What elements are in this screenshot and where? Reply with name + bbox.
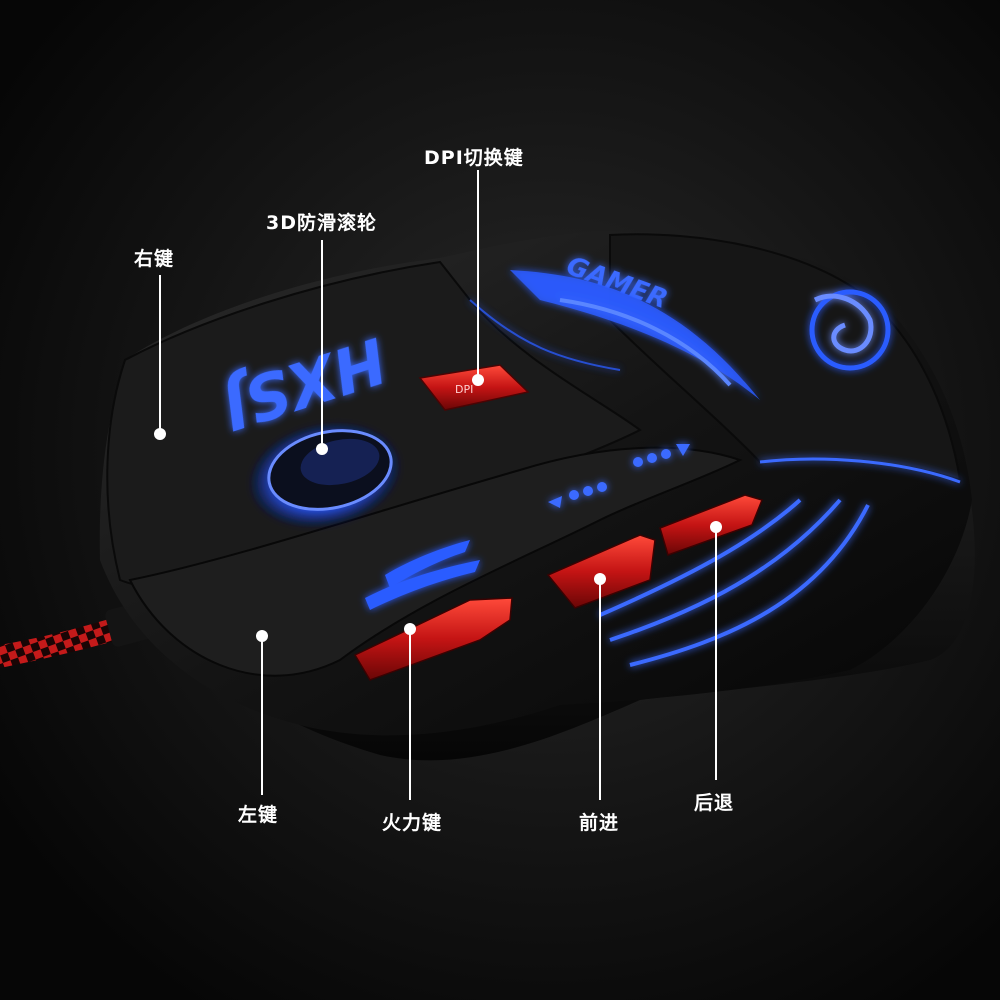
dpi-indicator-dots: [548, 444, 690, 508]
label-forward-button: 前进: [579, 812, 620, 834]
label-dpi-button: DPI切换键: [424, 147, 524, 169]
dragon-emblem-icon: [809, 289, 891, 371]
label-left-button: 左键: [238, 804, 279, 826]
dpi-button[interactable]: DPI: [418, 364, 530, 411]
left-side-led-graphic: [365, 540, 480, 610]
label-right-button: 右键: [134, 248, 175, 270]
forward-button[interactable]: [546, 534, 656, 609]
label-fire-button: 火力键: [382, 812, 443, 834]
fire-button[interactable]: [353, 597, 513, 681]
side-led-stripes: [599, 498, 870, 667]
scroll-wheel[interactable]: [238, 408, 412, 542]
mouse-body: [99, 231, 975, 761]
callout-lines: [159, 170, 717, 800]
label-scroll-wheel: 3D防滑滚轮: [266, 212, 377, 234]
label-back-button: 后退: [694, 792, 735, 814]
dpi-mark: DPI: [455, 383, 473, 396]
led-swoosh-graphic: [510, 270, 760, 400]
callout-dots: [154, 374, 722, 642]
